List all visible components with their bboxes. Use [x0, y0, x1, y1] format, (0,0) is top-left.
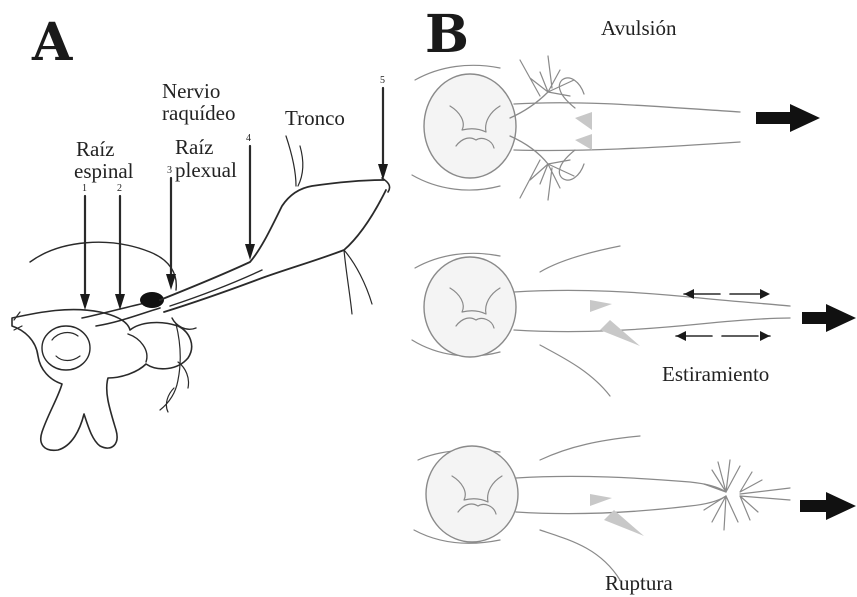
stretch-illustration — [412, 246, 856, 396]
marker-1: 1 — [82, 183, 87, 194]
label-estiramiento: Estiramiento — [662, 362, 769, 386]
marker-5: 5 — [380, 75, 385, 86]
panel-a-letter: A — [31, 12, 73, 73]
pull-arrow-rupture — [800, 492, 856, 520]
panel-a: A — [12, 12, 390, 450]
label-raiz-espinal-line2: espinal — [74, 159, 134, 183]
pull-arrow-avulsion — [756, 104, 820, 132]
vertebra-drawing — [12, 242, 192, 450]
panel-b-letter: B — [425, 4, 469, 65]
label-nervio-raquideo-line2: raquídeo — [162, 101, 235, 125]
label-ruptura: Ruptura — [605, 571, 673, 595]
label-raiz-plexual-line2: plexual — [175, 158, 237, 182]
label-raiz-espinal-line1: Raíz — [76, 137, 114, 161]
label-tronco: Tronco — [285, 106, 345, 130]
label-nervio-raquideo-line1: Nervio — [162, 79, 220, 103]
pull-arrow-stretch — [802, 304, 856, 332]
marker-3: 3 — [167, 165, 172, 176]
avulsion-illustration — [412, 56, 820, 200]
marker-4: 4 — [246, 133, 251, 144]
rupture-illustration — [414, 436, 856, 580]
label-avulsion: Avulsión — [601, 16, 677, 40]
marker-2: 2 — [117, 183, 122, 194]
label-raiz-plexual-line1: Raíz — [175, 135, 213, 159]
panel-b: B Avulsión — [412, 4, 856, 595]
